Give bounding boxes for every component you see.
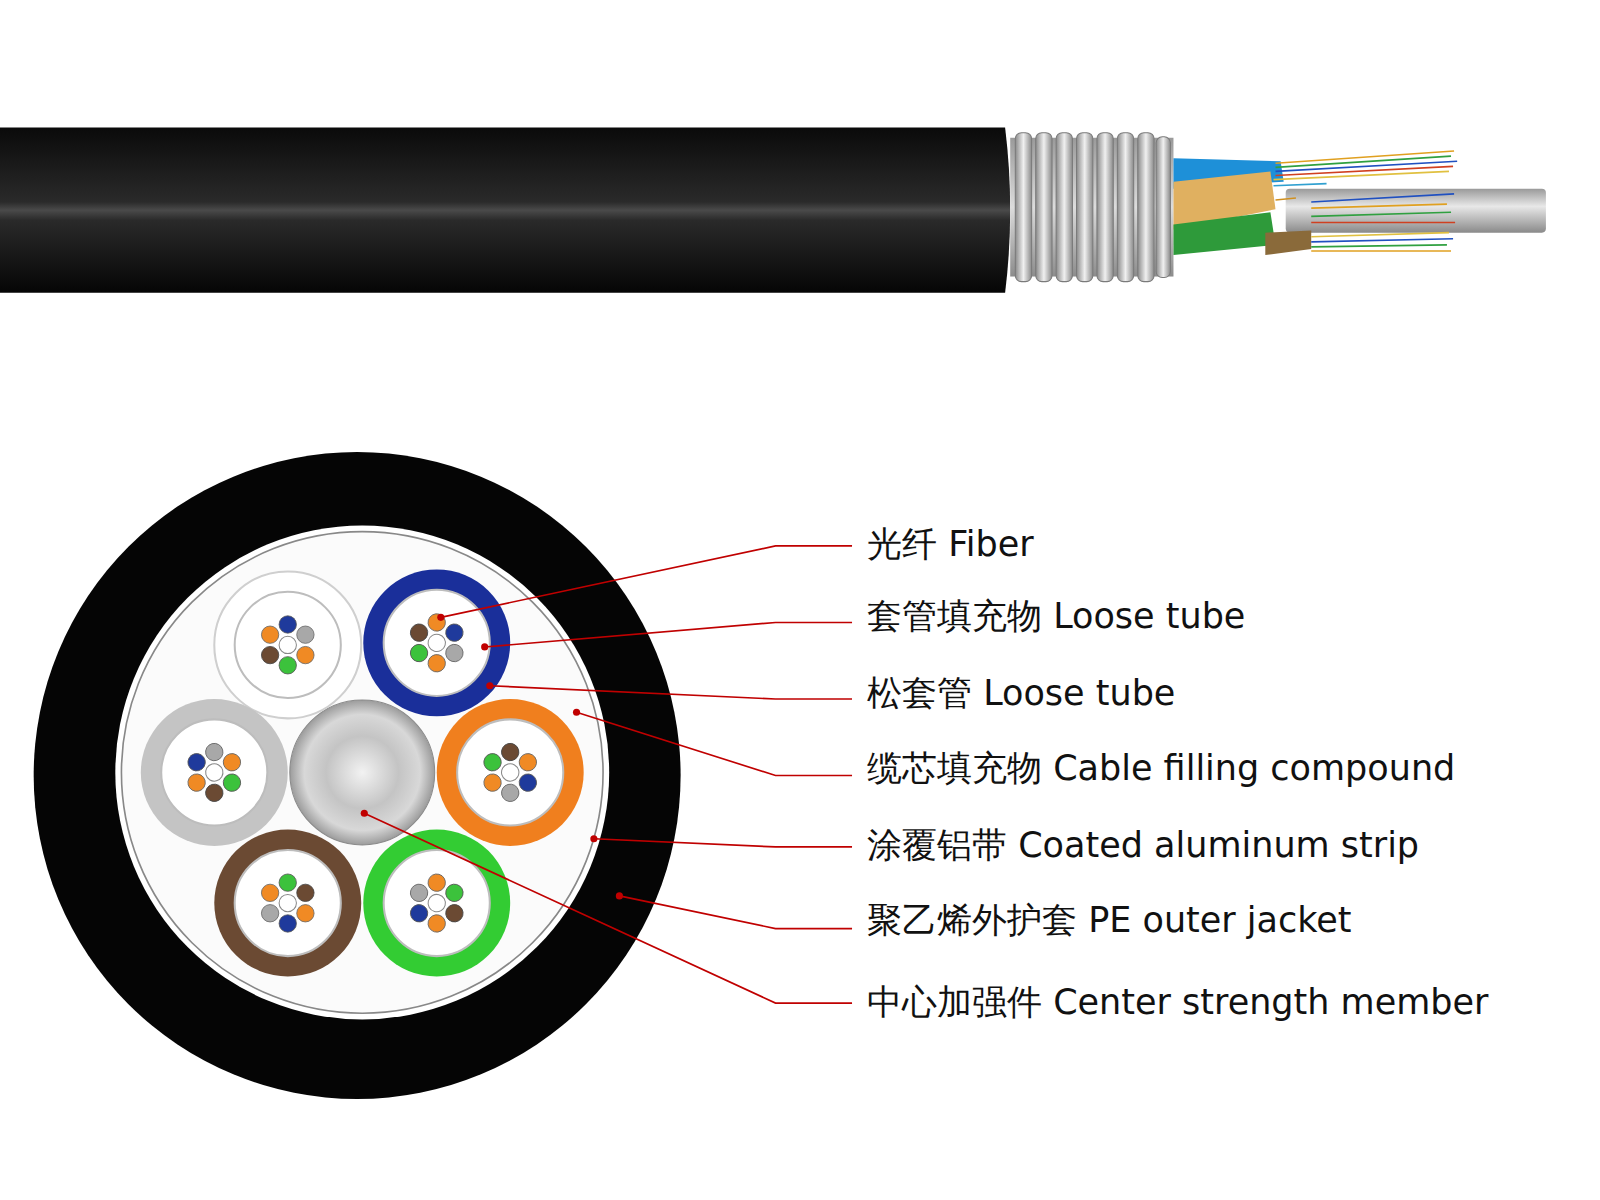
loose-tube-green (363, 830, 510, 977)
leader-dots (361, 614, 623, 900)
callout-label: 套管填充物 Loose tube (865, 594, 1247, 638)
leader-lines (364, 546, 852, 1003)
callout-label: 缆芯填充物 Cable filling compound (865, 746, 1457, 790)
callout-label: 松套管 Loose tube (865, 671, 1177, 715)
callout-label: 中心加强件 Center strength member (865, 980, 1490, 1024)
cable-side-view (0, 128, 1546, 293)
callout-label: 光纤 Fiber (865, 522, 1036, 566)
callout-label: 聚乙烯外护套 PE outer jacket (865, 898, 1354, 942)
loose-tube-white (214, 571, 361, 718)
loose-tube-grey (141, 699, 288, 846)
callout-label: 涂覆铝带 Coated aluminum strip (865, 823, 1421, 867)
loose-tube-blue (363, 569, 510, 716)
loose-tube-orange (437, 699, 584, 846)
loose-tube-brown (214, 830, 361, 977)
cable-cross-section (34, 452, 681, 1099)
